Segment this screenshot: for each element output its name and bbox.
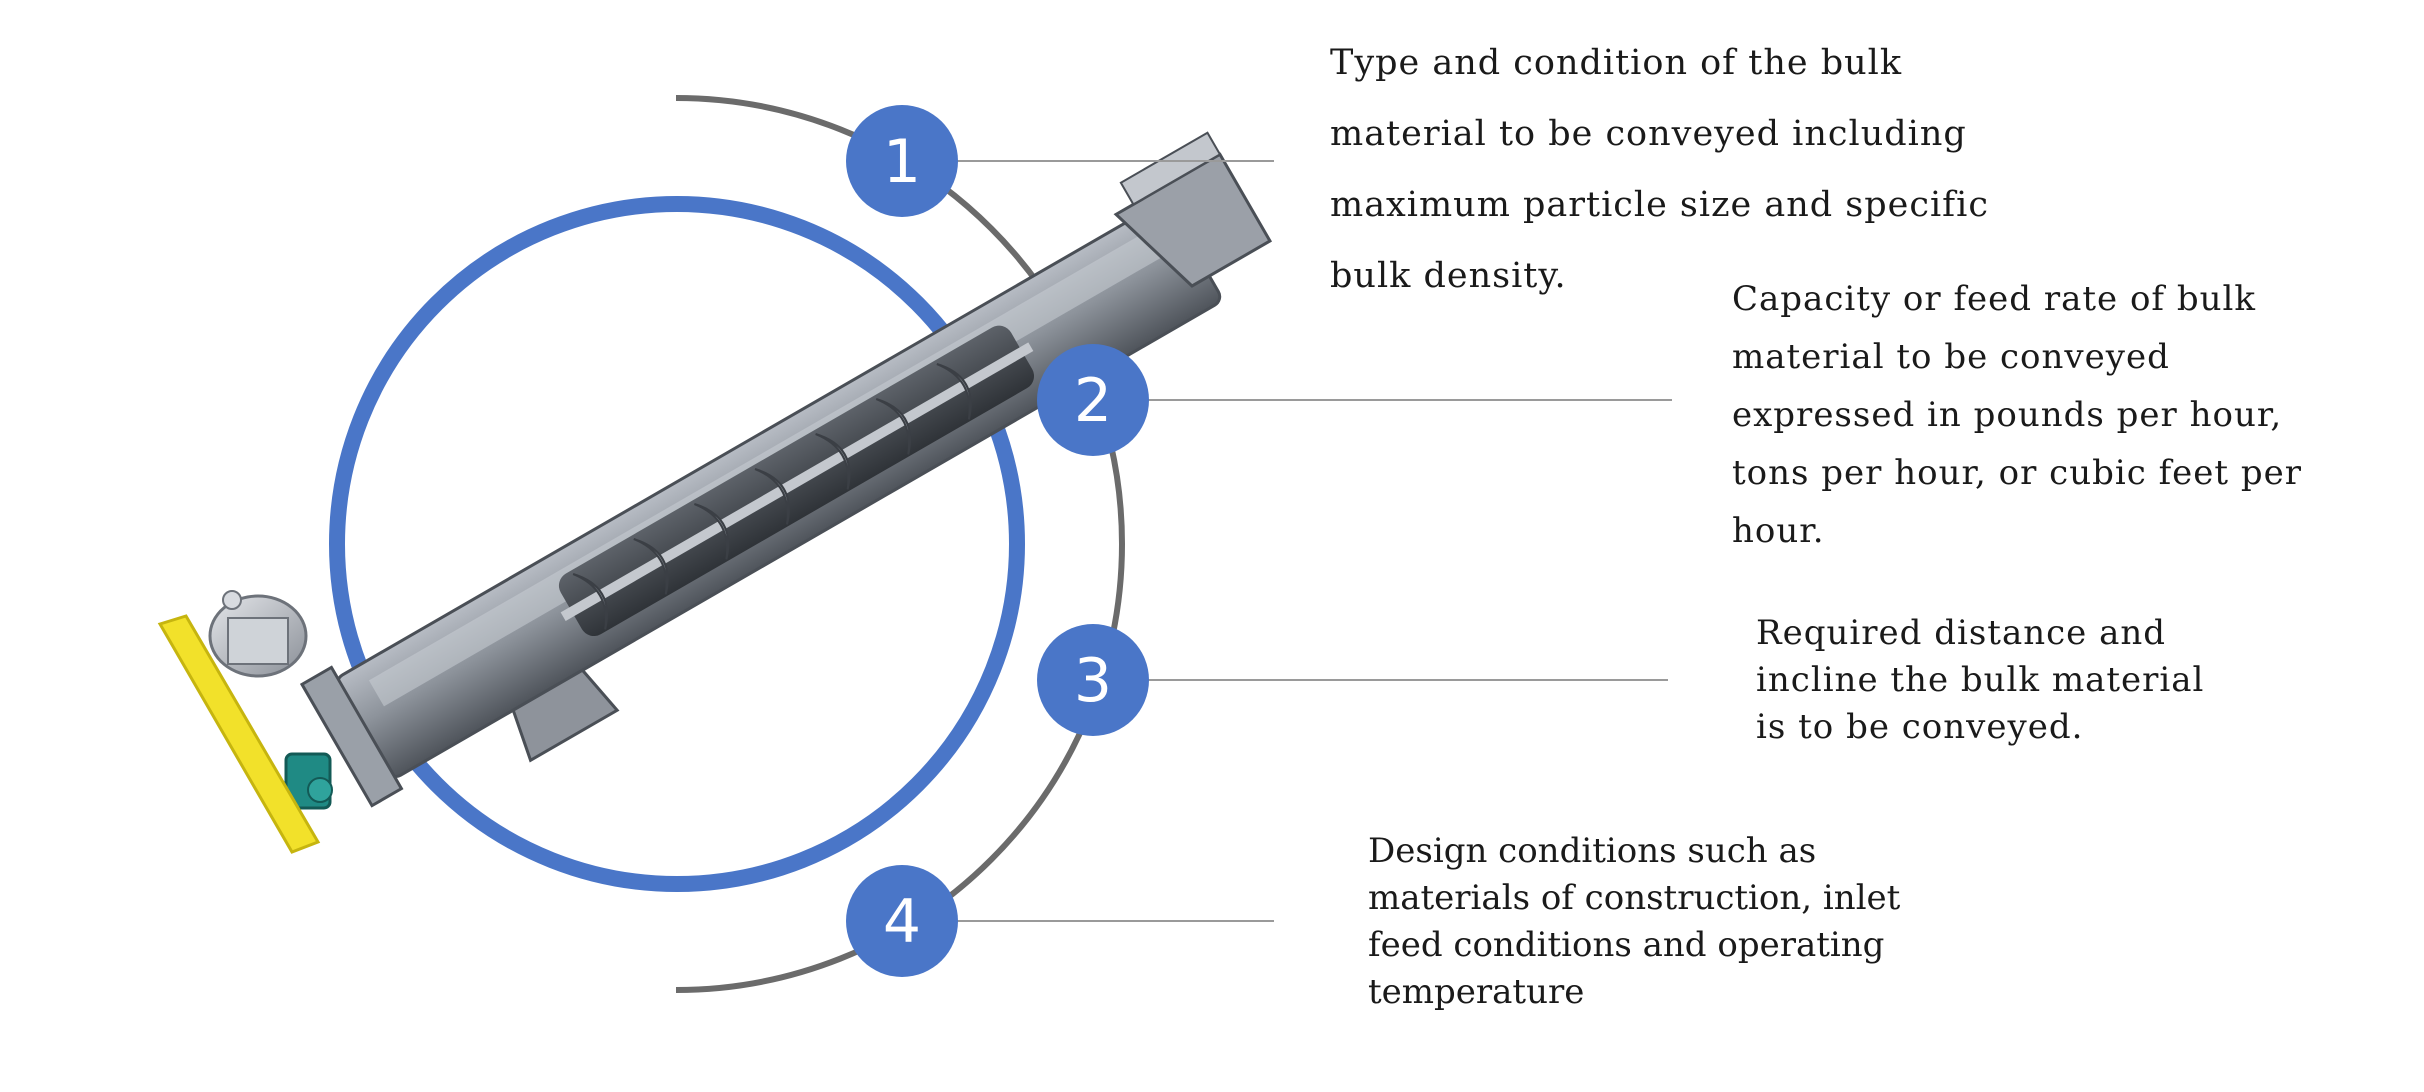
callout-3-line-2: incline the bulk material <box>1756 660 2205 700</box>
callout-badge-1: 1 <box>846 105 958 217</box>
callout-4-line-2: materials of construction, inlet <box>1368 878 1901 918</box>
blue-ring <box>329 196 1025 892</box>
callout-1-line-4: bulk density. <box>1330 256 1567 296</box>
callout-3-line-1: Required distance and <box>1756 613 2167 653</box>
callout-text-3: Required distance and incline the bulk m… <box>1756 610 2204 751</box>
callout-1-line-1: Type and condition of the bulk <box>1330 43 1903 83</box>
callout-badge-4: 4 <box>846 865 958 977</box>
callout-text-2: Capacity or feed rate of bulk material t… <box>1732 270 2302 560</box>
callout-4-line-4: temperature <box>1368 972 1585 1012</box>
callout-3-line-3: is to be conveyed. <box>1756 707 2084 747</box>
callout-1-line-2: material to be conveyed including <box>1330 114 1967 154</box>
callout-number-4: 4 <box>883 887 921 957</box>
callout-text-4: Design conditions such as materials of c… <box>1368 828 1900 1016</box>
callout-number-3: 3 <box>1074 646 1112 716</box>
callout-2-line-5: hour. <box>1732 511 1825 551</box>
callout-2-line-2: material to be conveyed <box>1732 337 2170 377</box>
callout-number-2: 2 <box>1074 366 1112 436</box>
callout-2-line-3: expressed in pounds per hour, <box>1732 395 2283 435</box>
callout-2-line-1: Capacity or feed rate of bulk <box>1732 279 2256 319</box>
callout-badge-3: 3 <box>1037 624 1149 736</box>
callout-badge-2: 2 <box>1037 344 1149 456</box>
screw-conveyor-illustration <box>157 131 1273 854</box>
callout-4-line-1: Design conditions such as <box>1368 831 1817 871</box>
callout-number-1: 1 <box>883 127 921 197</box>
callout-2-line-4: tons per hour, or cubic feet per <box>1732 453 2303 493</box>
callout-1-line-3: maximum particle size and specific <box>1330 185 1989 225</box>
callout-4-line-3: feed conditions and operating <box>1368 925 1885 965</box>
callout-text-1: Type and condition of the bulk material … <box>1330 28 1989 312</box>
